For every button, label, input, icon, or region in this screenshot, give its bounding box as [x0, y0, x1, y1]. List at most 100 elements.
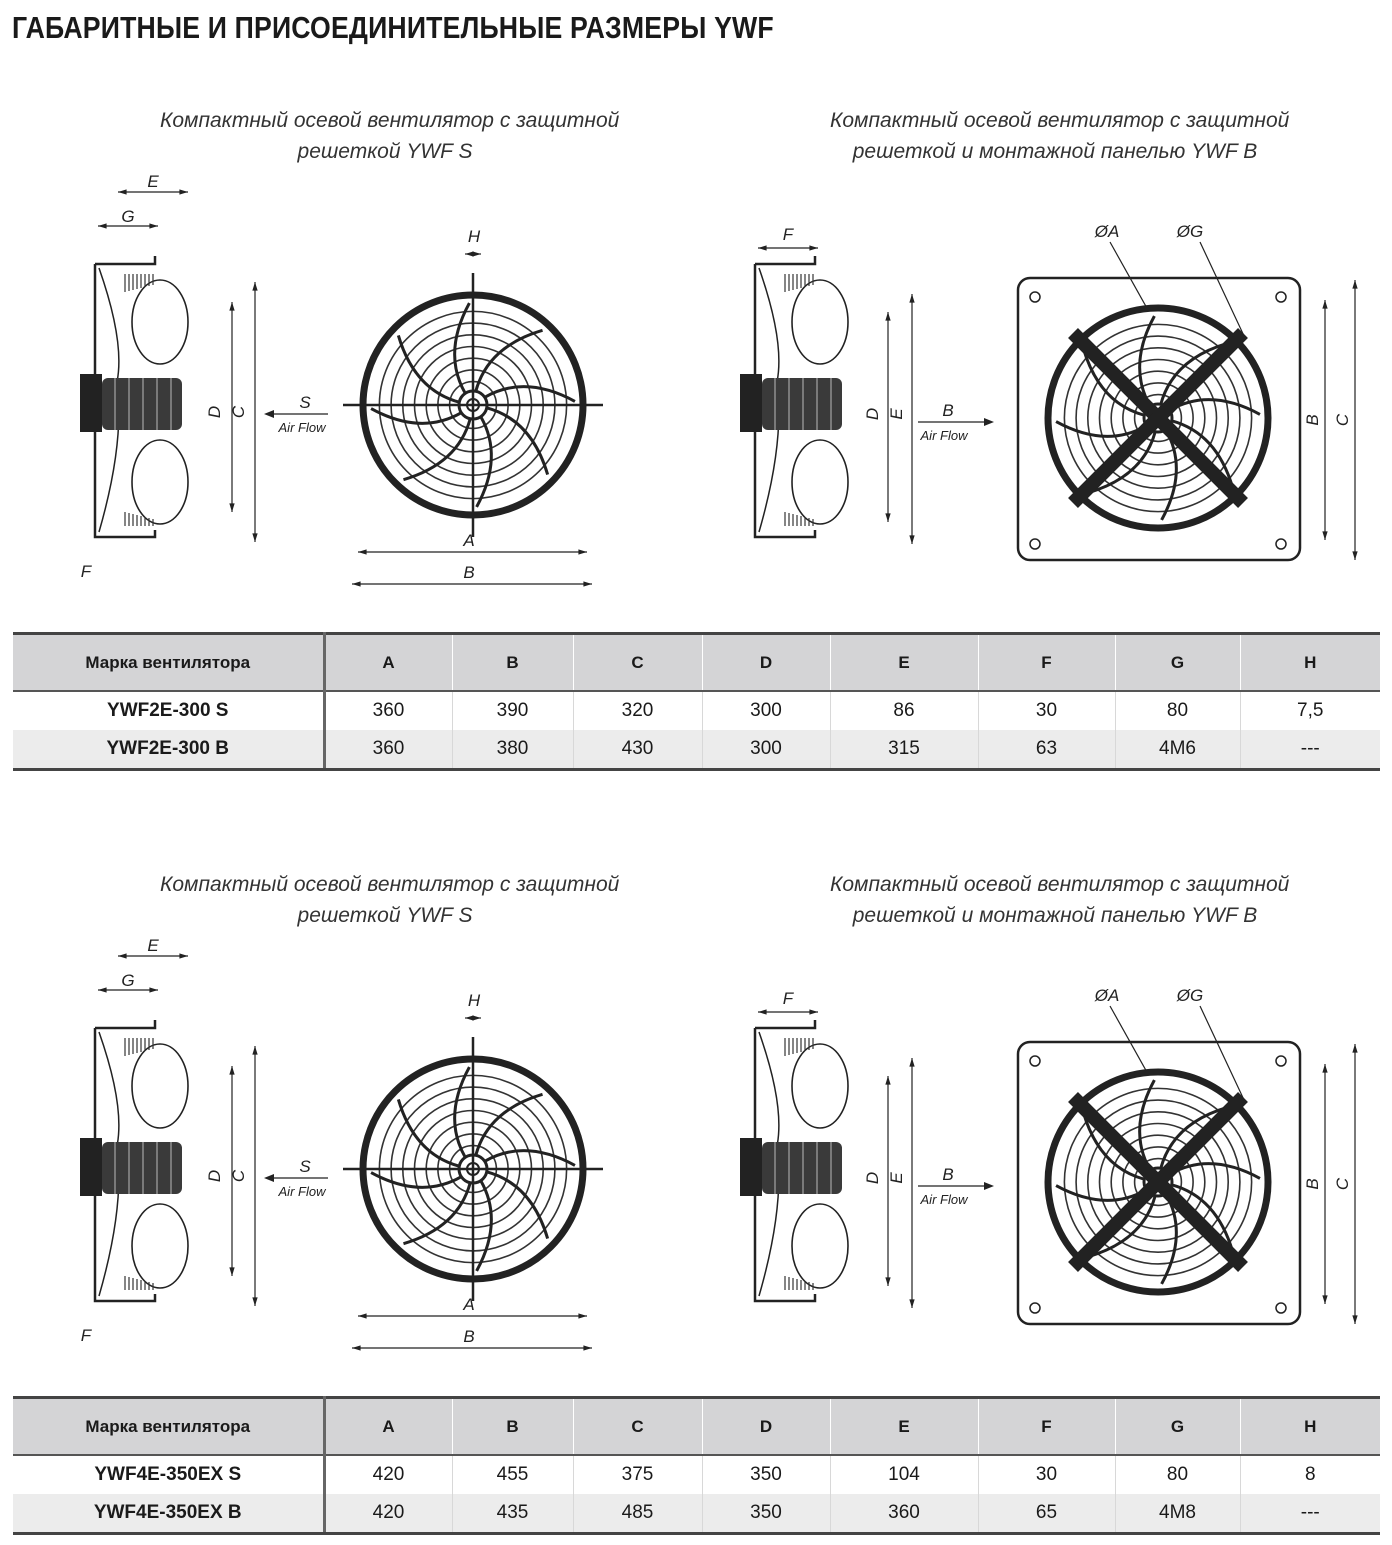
dimension-cell: 300	[701, 691, 830, 730]
column-header-dim: H	[1239, 1396, 1380, 1456]
label-d: D	[205, 406, 224, 418]
dimension-cell: 4M6	[1114, 730, 1240, 771]
column-header-dim: A	[323, 632, 452, 692]
dimension-cell: 30	[977, 691, 1115, 730]
label-c: C	[1333, 1177, 1352, 1190]
air-flow-label: Air Flow	[920, 1192, 970, 1207]
caption-ywf-b: Компактный осевой вентилятор с защитной р…	[830, 869, 1290, 931]
caption-line: решеткой YWF S	[297, 140, 473, 163]
dimension-cell: 360	[323, 730, 452, 771]
dimension-cell: 80	[1114, 691, 1240, 730]
air-flow-label: Air Flow	[278, 420, 328, 435]
column-header-dim: C	[572, 1396, 702, 1456]
label-e: E	[887, 408, 906, 420]
fan-model-cell: YWF4E-350EX S	[13, 1455, 326, 1494]
label-b-flow: B	[942, 1165, 953, 1184]
front-view-s: HAB	[343, 991, 603, 1351]
label-s: S	[299, 393, 311, 412]
dimension-cell: 104	[829, 1455, 978, 1494]
column-header-dim: F	[977, 1396, 1115, 1456]
air-flow-label: Air Flow	[278, 1184, 328, 1199]
dimension-cell: 380	[451, 730, 573, 771]
label-dia-a: ØA	[1094, 222, 1120, 241]
label-c: C	[1333, 413, 1352, 426]
column-header-dim: C	[572, 632, 702, 692]
label-b-flow: B	[942, 401, 953, 420]
dimension-cell: 315	[829, 730, 978, 771]
dimension-cell: 63	[977, 730, 1115, 771]
label-c: C	[229, 405, 248, 418]
label-f: F	[81, 1326, 93, 1345]
column-header-dim: D	[701, 632, 830, 692]
caption-line: Компактный осевой вентилятор с защитной	[160, 109, 620, 132]
fan-model-cell: YWF2E-300 S	[13, 691, 326, 730]
dimension-cell: 455	[451, 1455, 573, 1494]
column-header-dim: G	[1114, 1396, 1240, 1456]
label-c: C	[229, 1169, 248, 1182]
column-header-dim: E	[829, 1396, 978, 1456]
caption-line: Компактный осевой вентилятор с защитной	[830, 873, 1290, 896]
dimension-cell: 300	[701, 730, 830, 771]
dimension-cell: 430	[572, 730, 702, 771]
label-dia-a: ØA	[1094, 986, 1120, 1005]
caption-line: Компактный осевой вентилятор с защитной	[160, 873, 620, 896]
column-header-dim: H	[1239, 632, 1380, 692]
column-header-dim: A	[323, 1396, 452, 1456]
dimension-cell: 86	[829, 691, 978, 730]
label-b: B	[463, 563, 474, 582]
column-header-brand: Марка вентилятора	[13, 1396, 326, 1456]
dimension-cell: 375	[572, 1455, 702, 1494]
label-g: G	[121, 207, 134, 226]
dimension-cell: 360	[323, 691, 452, 730]
label-b: B	[1303, 414, 1322, 425]
fan-model-cell: YWF4E-350EX B	[13, 1494, 326, 1535]
label-e: E	[887, 1172, 906, 1184]
dimension-cell: 8	[1239, 1455, 1380, 1494]
label-s: S	[299, 1157, 311, 1176]
label-a: A	[462, 531, 474, 550]
label-d: D	[205, 1170, 224, 1182]
dimension-cell: 65	[977, 1494, 1115, 1535]
label-e: E	[147, 172, 159, 191]
dimension-cell: 360	[829, 1494, 978, 1535]
front-view-s: H AB	[343, 227, 603, 587]
dimension-cell: 4M8	[1114, 1494, 1240, 1535]
label-a: A	[462, 1295, 474, 1314]
air-flow-label: Air Flow	[920, 428, 970, 443]
label-d: D	[863, 1172, 882, 1184]
dimension-cell: 7,5	[1239, 691, 1380, 730]
caption-line: Компактный осевой вентилятор с защитной	[830, 109, 1290, 132]
label-d: D	[863, 408, 882, 420]
column-header-dim: E	[829, 632, 978, 692]
column-header-dim: F	[977, 632, 1115, 692]
label-dia-g: ØG	[1176, 222, 1203, 241]
caption-line: решеткой и монтажной панелью YWF B	[852, 904, 1258, 927]
dimension-cell: 80	[1114, 1455, 1240, 1494]
dimension-cell: ---	[1239, 1494, 1380, 1535]
label-f: F	[81, 562, 93, 581]
label-b: B	[1303, 1178, 1322, 1189]
page-title: ГАБАРИТНЫЕ И ПРИСОЕДИНИТЕЛЬНЫЕ РАЗМЕРЫ Y…	[12, 10, 774, 45]
label-h: H	[468, 227, 481, 246]
label-e: E	[147, 936, 159, 955]
caption-line: решеткой и монтажной панелью YWF B	[852, 140, 1258, 163]
dimension-cell: 435	[451, 1494, 573, 1535]
label-f: F	[783, 989, 795, 1008]
dimension-cell: 420	[323, 1494, 452, 1535]
dimension-cell: 320	[572, 691, 702, 730]
dimension-cell: 390	[451, 691, 573, 730]
column-header-dim: D	[701, 1396, 830, 1456]
